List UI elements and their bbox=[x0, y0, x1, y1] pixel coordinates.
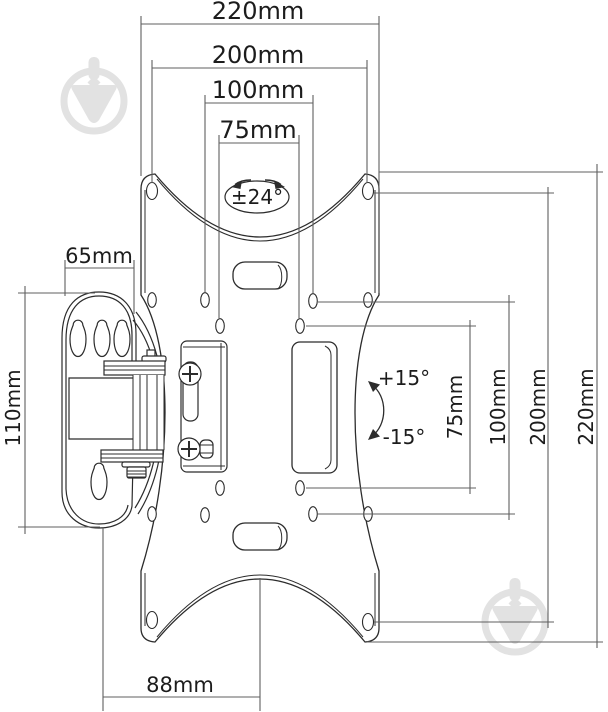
mount-hole bbox=[145, 181, 159, 201]
swivel-arrow-arc bbox=[234, 179, 252, 186]
keyhole-slot bbox=[90, 462, 108, 501]
dim-label-bottom-88: 88mm bbox=[146, 673, 214, 697]
bracket-channel-lines bbox=[132, 375, 165, 450]
arrowhead-icon bbox=[231, 180, 242, 189]
tilt-annotation bbox=[368, 381, 385, 440]
mount-hole bbox=[361, 181, 375, 201]
watermark-logo-icon-bottom-right bbox=[485, 578, 545, 652]
dim-right-75 bbox=[306, 320, 476, 494]
dim-right-200 bbox=[374, 187, 554, 628]
bolt-thread-ridges bbox=[127, 470, 146, 478]
dim-label-bracket-height: 110mm bbox=[1, 369, 25, 446]
bracket-channel-fill bbox=[133, 375, 164, 450]
plate-bottom-slot-fold bbox=[277, 525, 283, 551]
dim-label-right-220: 220mm bbox=[574, 368, 598, 445]
bolt-head bbox=[199, 439, 214, 459]
mount-hole bbox=[308, 293, 318, 309]
dim-left-65 bbox=[64, 260, 135, 314]
plate-top-slot bbox=[232, 261, 288, 290]
mount-hole bbox=[200, 507, 210, 523]
plate-center-window-fold bbox=[324, 345, 332, 470]
bolt-collar bbox=[121, 461, 151, 468]
arrowhead-icon bbox=[274, 180, 285, 189]
dim-label-top-75: 75mm bbox=[219, 116, 296, 144]
dim-label-right-75: 75mm bbox=[443, 375, 467, 439]
dim-label-right-100: 100mm bbox=[486, 368, 510, 445]
bolt-head-lines bbox=[200, 444, 213, 454]
mount-hole bbox=[361, 612, 375, 632]
dim-top-100 bbox=[204, 95, 314, 293]
arrowhead-icon bbox=[368, 381, 380, 392]
arrowhead-icon bbox=[368, 429, 380, 440]
tilt-up-label: +15° bbox=[378, 366, 430, 390]
dim-label-top-100: 100mm bbox=[212, 76, 305, 104]
dimension-lines bbox=[18, 16, 603, 711]
bracket-face-outline bbox=[61, 291, 137, 529]
dim-left-110 bbox=[18, 286, 100, 534]
dimension-labels: 220mm 200mm 100mm 75mm 65mm 110mm 88mm 7… bbox=[1, 0, 598, 697]
mount-hole bbox=[215, 480, 225, 496]
mount-hole bbox=[145, 610, 159, 630]
dim-right-100 bbox=[318, 295, 515, 520]
bracket-bottom-flange bbox=[100, 449, 164, 463]
plate-bottom-slot bbox=[232, 522, 288, 551]
dim-label-right-200: 200mm bbox=[526, 368, 550, 445]
mount-hole bbox=[295, 480, 305, 496]
dim-label-bracket-width: 65mm bbox=[65, 244, 133, 268]
phillips-cross bbox=[182, 366, 198, 382]
dim-label-top-220: 220mm bbox=[212, 0, 305, 25]
plate-outline bbox=[140, 173, 380, 643]
mount-hole bbox=[295, 318, 305, 334]
mount-hole bbox=[147, 292, 157, 308]
tilt-down-label: -15° bbox=[383, 425, 426, 449]
bracket-top-flange bbox=[103, 360, 166, 376]
keyhole-slot bbox=[113, 319, 131, 358]
swivel-angle-label: ±24° bbox=[231, 185, 283, 209]
bracket-bottom-flange-lines bbox=[101, 453, 163, 459]
plate-top-slot-fold bbox=[277, 264, 283, 290]
dim-top-220 bbox=[140, 16, 380, 293]
keyhole-slot bbox=[69, 319, 87, 358]
mount-hole bbox=[363, 292, 373, 308]
wall-bracket-drawing bbox=[61, 291, 167, 529]
swivel-ellipse bbox=[224, 180, 290, 214]
bracket-notch bbox=[68, 377, 133, 440]
dim-top-200 bbox=[151, 60, 368, 183]
dim-top-75 bbox=[218, 135, 300, 318]
swivel-arrow-arc bbox=[264, 179, 282, 186]
mount-hole bbox=[147, 506, 157, 522]
mount-hole bbox=[200, 292, 210, 308]
dim-right-220 bbox=[367, 164, 603, 648]
vesa-holes bbox=[145, 181, 375, 632]
keyhole-slot bbox=[93, 319, 111, 358]
mount-hole bbox=[215, 318, 225, 334]
plate-center-window bbox=[291, 341, 338, 474]
bracket-top-flange-lines bbox=[104, 365, 165, 371]
plate-thickness-lines bbox=[144, 178, 376, 638]
mount-hole bbox=[308, 506, 318, 522]
dim-label-top-200: 200mm bbox=[212, 41, 305, 69]
tilt-bracket-lines bbox=[183, 343, 225, 470]
tilt-bracket-drawing bbox=[177, 340, 228, 473]
dim-bottom-88 bbox=[102, 527, 261, 711]
swivel-annotation bbox=[224, 179, 290, 214]
bolt-thread bbox=[126, 466, 147, 479]
vesa-plate-drawing bbox=[140, 173, 380, 643]
phillips-cross bbox=[181, 441, 197, 457]
watermark-logo-icon-top-left bbox=[64, 57, 124, 131]
